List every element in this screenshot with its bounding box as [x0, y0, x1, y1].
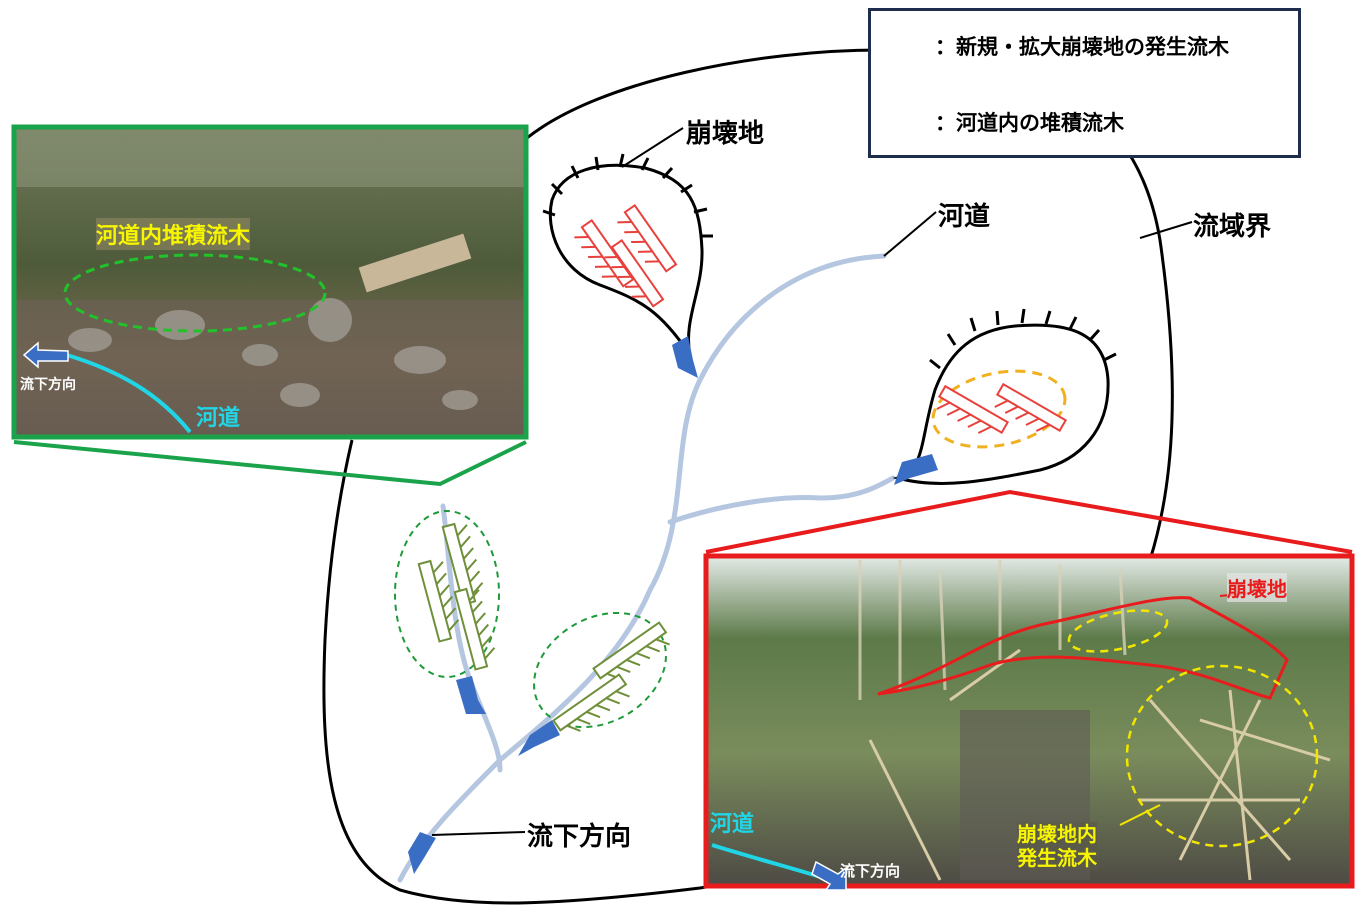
photo-right-yellow-ellipse-1 — [1067, 609, 1169, 653]
arrow-icon — [672, 336, 698, 378]
photo-right-collapse-outline — [877, 596, 1289, 700]
collapse-1-hatch — [542, 153, 713, 238]
arrow-icon — [518, 720, 560, 756]
photo-left-callout — [13, 440, 527, 487]
arrow-icon — [408, 832, 436, 874]
arrow-icon — [894, 454, 938, 485]
collapse-2-hatch — [929, 308, 1117, 370]
legend-box: ：新規・拡大崩壊地の発生流木 ：河道内の堆積流木 — [868, 8, 1301, 158]
legend-new-collapse-wood: ：新規・拡大崩壊地の発生流木 — [935, 35, 1229, 59]
channel-network — [397, 253, 896, 883]
green-ellipse-a — [394, 510, 500, 678]
photo-left-wood-ellipse — [63, 253, 327, 333]
label-channel: 河道 — [938, 202, 991, 232]
orange-ellipse — [931, 369, 1067, 449]
photo-right-wood-label: 崩壊地内 発生流木 — [1017, 822, 1097, 870]
photo-right-collapse-label: 崩壊地 — [1227, 573, 1287, 602]
leader-lines — [431, 127, 1193, 836]
photo-right-wood-label-line2: 発生流木 — [1017, 846, 1097, 870]
label-watershed-boundary: 流域界 — [1193, 212, 1272, 242]
photo-right-flow-label: 流下方向 — [840, 862, 901, 880]
photo-left-wood-label: 河道内堆積流木 — [96, 218, 251, 250]
photo-right-wood-label-line1: 崩壊地内 — [1017, 822, 1097, 846]
arrow-icon — [456, 676, 486, 714]
label-flow-direction: 流下方向 — [527, 822, 632, 852]
photo-left-channel-label: 河道 — [196, 406, 241, 431]
photo-right-yellow-ellipse-2 — [1125, 664, 1319, 848]
channel-wood-b — [552, 621, 674, 742]
arrow-icon — [22, 341, 69, 369]
label-collapse: 崩壊地 — [686, 119, 765, 149]
photo-right-channel-label: 河道 — [710, 812, 755, 837]
photo-left — [11, 124, 529, 440]
photo-left-flow-label: 流下方向 — [20, 377, 76, 393]
photo-right-callout — [705, 489, 1353, 554]
arrow-icon — [811, 860, 847, 891]
legend-channel-wood: ：河道内の堆積流木 — [935, 111, 1124, 135]
photo-left-channel-line — [59, 351, 192, 434]
